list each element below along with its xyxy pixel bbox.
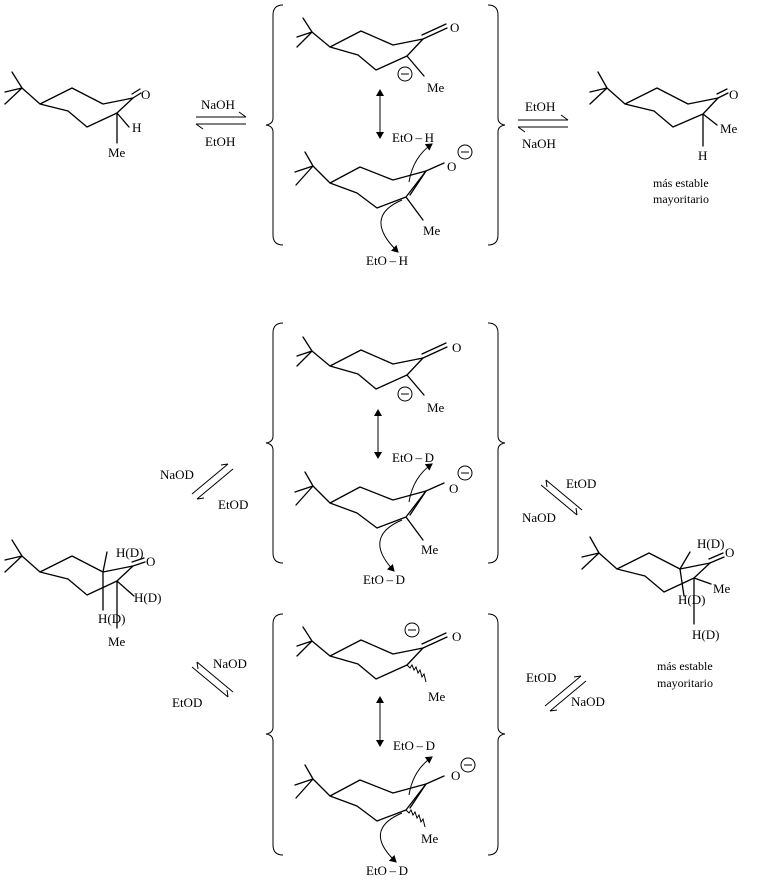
atom-o: O bbox=[141, 87, 150, 102]
ketone-bottom-left: H(D) O H(D) H(D) Me bbox=[4, 539, 161, 649]
enolate-carbanion-middle: O Me bbox=[296, 336, 461, 415]
enolate-carbanion-top: O Me bbox=[296, 17, 459, 95]
etod-upper: EtO – D bbox=[393, 738, 435, 753]
reagent-naod: NaOD bbox=[522, 510, 556, 525]
atom-me: Me bbox=[720, 121, 738, 136]
enolate-oxide-top: O Me EtO – H EtO – H bbox=[294, 130, 473, 268]
atom-me: Me bbox=[108, 145, 126, 160]
atom-hd-1: H(D) bbox=[116, 545, 143, 560]
bracket-lower bbox=[265, 613, 506, 856]
atom-o: O bbox=[452, 340, 461, 355]
reagent-naod: NaOD bbox=[571, 694, 605, 709]
stable-label: más estable bbox=[653, 176, 709, 190]
reagent-naod: NaOD bbox=[213, 656, 247, 671]
reagent-naod: NaOD bbox=[160, 467, 194, 482]
atom-me: Me bbox=[428, 689, 446, 704]
atom-o: O bbox=[450, 20, 459, 35]
atom-hd-2: H(D) bbox=[678, 592, 705, 607]
equilibrium-arrow-5: EtOD NaOD bbox=[522, 476, 596, 525]
bracket-top bbox=[265, 4, 506, 246]
atom-me: Me bbox=[421, 542, 439, 557]
bracket-middle bbox=[265, 322, 506, 564]
enolate-carbanion-lower: O Me bbox=[296, 622, 461, 704]
major-label: mayoritario bbox=[653, 192, 709, 206]
atom-me: Me bbox=[421, 831, 439, 846]
atom-o: O bbox=[451, 768, 460, 783]
equilibrium-arrow-6: EtOD NaOD bbox=[526, 670, 605, 712]
atom-me: Me bbox=[427, 80, 445, 95]
reagent-etoh: EtOH bbox=[525, 99, 555, 114]
etoh-lower: EtO – H bbox=[366, 253, 408, 268]
atom-o: O bbox=[146, 554, 155, 569]
ketone-top-right: O Me H más estable mayoritario bbox=[589, 71, 738, 206]
major-label: mayoritario bbox=[657, 676, 713, 690]
ketone-bottom-right: H(D) O Me H(D) H(D) más estable mayorita… bbox=[581, 536, 734, 690]
etod-lower: EtO – D bbox=[366, 863, 408, 878]
reagent-etoh: EtOH bbox=[205, 134, 235, 149]
reagent-etod: EtOD bbox=[566, 476, 596, 491]
atom-me: Me bbox=[423, 223, 441, 238]
stable-label: más estable bbox=[657, 659, 713, 673]
etod-upper: EtO – D bbox=[392, 450, 434, 465]
atom-o: O bbox=[725, 545, 734, 560]
reagent-etod: EtOD bbox=[526, 670, 556, 685]
atom-o: O bbox=[452, 629, 461, 644]
equilibrium-arrow-3: NaOD EtOD bbox=[160, 463, 248, 512]
atom-hd-3: H(D) bbox=[692, 627, 719, 642]
atom-o: O bbox=[449, 481, 458, 496]
reagent-naoh: NaOH bbox=[201, 97, 235, 112]
equilibrium-arrow-1: NaOH EtOH bbox=[195, 97, 247, 149]
equilibrium-arrow-4: NaOD EtOD bbox=[172, 656, 247, 710]
etoh-upper: EtO – H bbox=[392, 130, 434, 145]
atom-o: O bbox=[447, 159, 456, 174]
atom-me: Me bbox=[108, 634, 126, 649]
atom-h: H bbox=[698, 148, 707, 163]
enolate-oxide-middle: O Me EtO – D EtO – D bbox=[294, 450, 473, 587]
atom-me: Me bbox=[713, 581, 731, 596]
ketone-top-left: O H Me bbox=[4, 71, 150, 160]
atom-hd-3: H(D) bbox=[98, 611, 125, 626]
equilibrium-arrow-2: EtOH NaOH bbox=[517, 99, 569, 151]
atom-o: O bbox=[729, 87, 738, 102]
reagent-naoh: NaOH bbox=[522, 136, 556, 151]
reagent-etod: EtOD bbox=[218, 497, 248, 512]
etod-lower: EtO – D bbox=[363, 572, 405, 587]
atom-hd-1: H(D) bbox=[697, 536, 724, 551]
atom-hd-2: H(D) bbox=[134, 590, 161, 605]
atom-h: H bbox=[132, 120, 141, 135]
atom-me: Me bbox=[427, 400, 445, 415]
reagent-etod: EtOD bbox=[172, 695, 202, 710]
enolate-oxide-lower: O Me EtO – D EtO – D bbox=[294, 738, 476, 878]
